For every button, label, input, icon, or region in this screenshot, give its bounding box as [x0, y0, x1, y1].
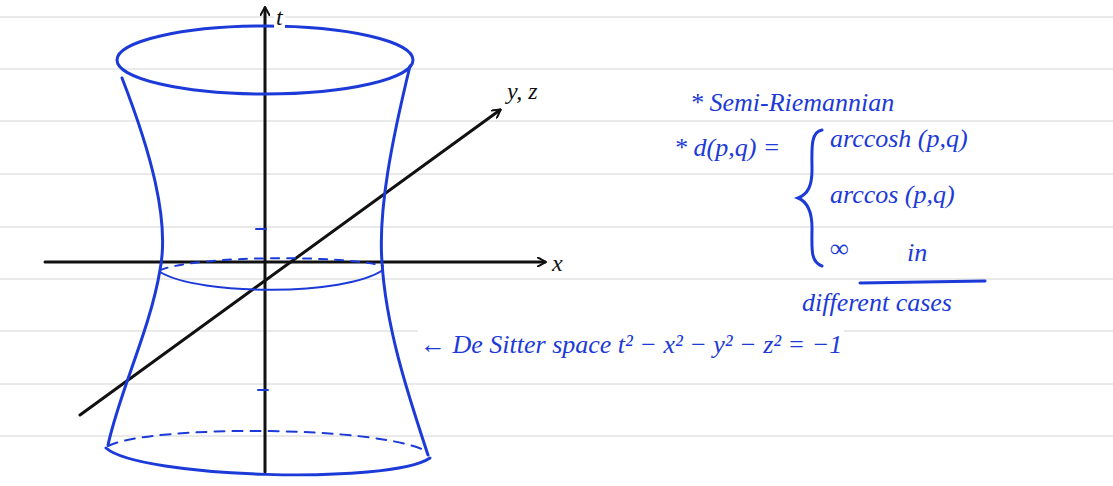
formula-case: in	[905, 238, 929, 268]
axis-label: y, z	[505, 76, 540, 106]
axis-label: x	[550, 248, 565, 278]
formula-case: arccosh (p,q)	[828, 124, 970, 154]
formula-case: arccos (p,q)	[828, 180, 957, 210]
formula-case: ∞	[828, 234, 851, 264]
note-text: * Semi-Riemannian	[688, 88, 896, 118]
axis-label: t	[274, 2, 285, 32]
formula-text: * d(p,q) =	[672, 133, 782, 163]
note-text: different cases	[800, 288, 954, 318]
caption-note: ← De Sitter space t² − x² − y² − z² = −1	[418, 330, 844, 360]
